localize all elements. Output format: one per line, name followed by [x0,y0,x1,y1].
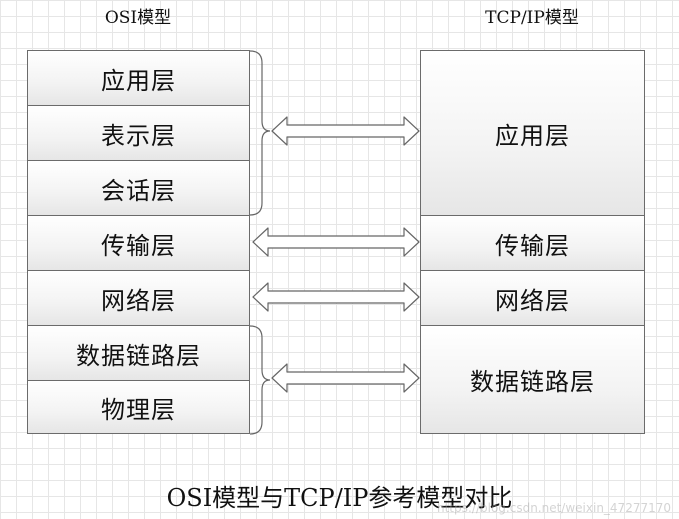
tcpip-layer-datalink: 数据链路层 [420,325,645,434]
tcpip-layer-network: 网络层 [420,270,645,326]
tcpip-title: TCP/IP模型 [485,8,579,28]
osi-layer-transport: 传输层 [27,215,250,271]
arrow-datalink [271,363,420,393]
osi-layer-application: 应用层 [27,50,250,106]
osi-layer-datalink: 数据链路层 [27,325,250,381]
arrow-network [252,282,420,312]
osi-layer-presentation: 表示层 [27,105,250,161]
watermark: https://blog.csdn.net/weixin_47277170 [436,501,671,515]
tcpip-layer-application: 应用层 [420,50,645,216]
osi-layer-physical: 物理层 [27,380,250,434]
osi-title: OSI模型 [104,8,172,28]
diagram-caption: OSI模型与TCP/IP参考模型对比 [166,484,513,512]
arrow-application [271,116,420,146]
lower-brace [249,325,271,435]
arrow-transport [252,227,420,257]
upper-brace [249,50,271,216]
tcpip-layer-transport: 传输层 [420,215,645,271]
osi-layer-network: 网络层 [27,270,250,326]
